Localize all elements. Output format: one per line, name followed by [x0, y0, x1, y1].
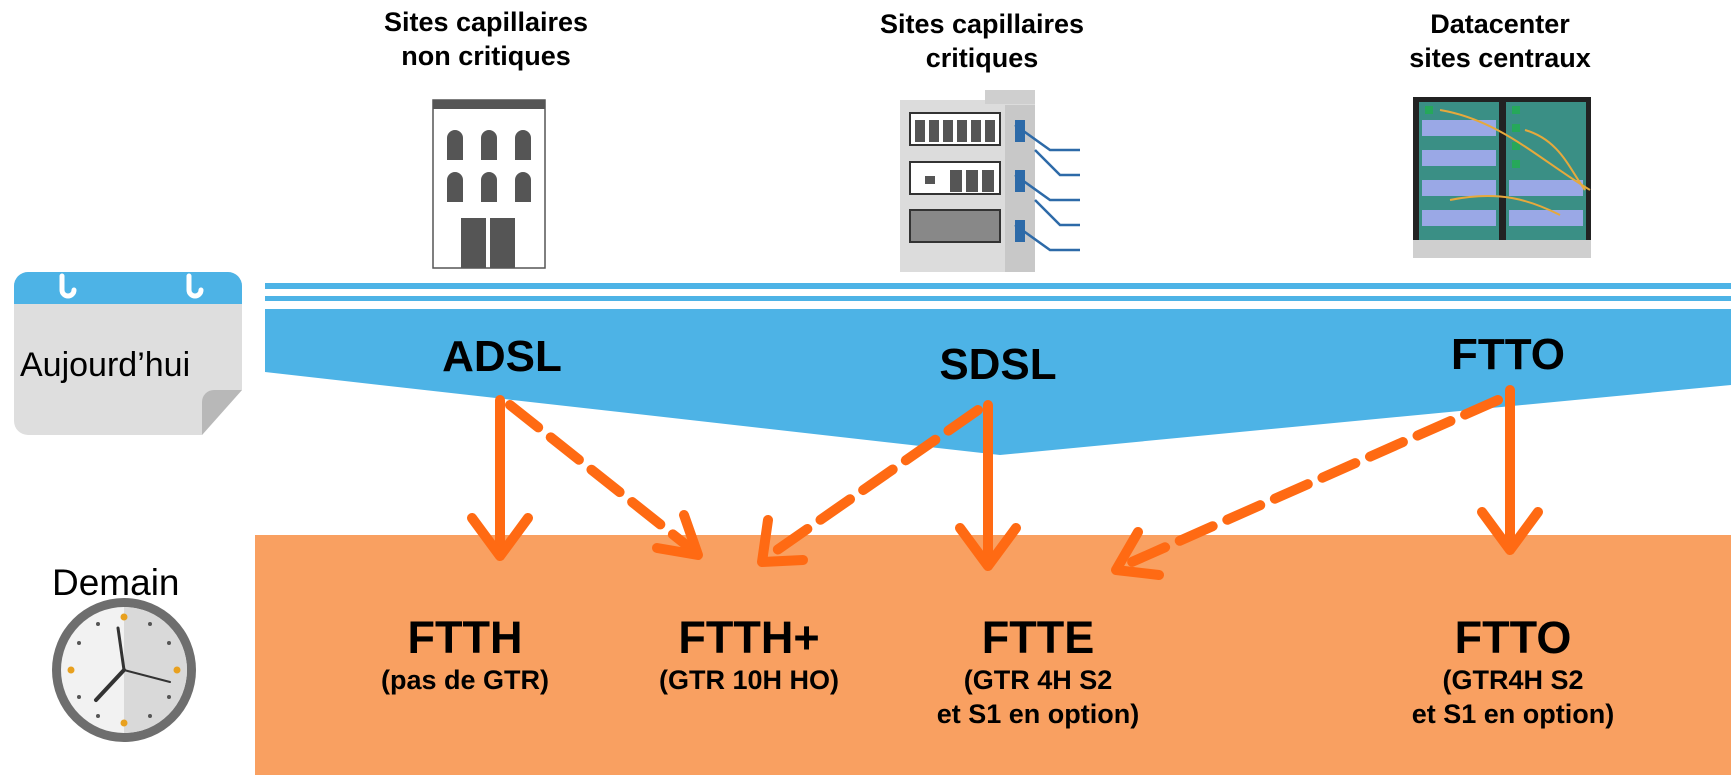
- future-tech-name: FTTH: [407, 612, 523, 663]
- column-title-datacenter: Datacenter sites centraux: [1350, 7, 1650, 75]
- future-tech-ftto: FTTO (GTR4H S2 et S1 en option): [1353, 613, 1673, 731]
- future-tech-name: FTTH+: [678, 612, 820, 663]
- server-rack-icon: [1413, 97, 1591, 258]
- arrow-sdsl-to-ftte: [955, 400, 1021, 571]
- current-tech-ftto: FTTO: [1450, 330, 1566, 379]
- arrow-sdsl-to-ftthplus: [757, 405, 983, 567]
- column-title-line1: Sites capillaires: [383, 7, 589, 37]
- today-label: Aujourd’hui: [20, 346, 191, 384]
- office-building-icon: [900, 90, 1080, 272]
- future-tech-note: (GTR 10H HO): [658, 665, 839, 695]
- column-title-line1: Datacenter: [1430, 9, 1570, 39]
- arrow-ftto-to-ftto: [1477, 385, 1543, 555]
- future-tech-note: (pas de GTR): [380, 665, 549, 695]
- column-title-line2: critiques: [925, 43, 1039, 73]
- future-tech-ftthplus: FTTH+ (GTR 10H HO): [589, 613, 909, 697]
- column-title-line1: Sites capillaires: [879, 9, 1085, 39]
- tomorrow-band: [255, 535, 1731, 775]
- clock-icon: [52, 598, 196, 742]
- future-tech-note: (GTR4H S2: [1442, 665, 1584, 695]
- today-band: [265, 283, 1731, 455]
- future-tech-note-line2: et S1 en option): [936, 699, 1140, 729]
- current-tech-adsl: ADSL: [442, 332, 562, 381]
- future-tech-ftth: FTTH (pas de GTR): [305, 613, 625, 697]
- column-title-line2: non critiques: [401, 41, 571, 71]
- column-title-line2: sites centraux: [1409, 43, 1591, 73]
- future-tech-name: FTTE: [981, 612, 1095, 663]
- future-tech-name: FTTO: [1454, 612, 1572, 663]
- future-tech-ftte: FTTE (GTR 4H S2 et S1 en option): [878, 613, 1198, 731]
- future-tech-note: (GTR 4H S2: [963, 665, 1113, 695]
- calendar-icon: [14, 272, 242, 435]
- arrow-ftto-to-ftte: [1111, 395, 1503, 580]
- future-tech-note-line2: et S1 en option): [1411, 699, 1615, 729]
- column-title-non-critical: Sites capillaires non critiques: [336, 5, 636, 73]
- column-title-critical: Sites capillaires critiques: [832, 7, 1132, 75]
- tomorrow-label: Demain: [52, 562, 180, 603]
- current-tech-sdsl: SDSL: [939, 340, 1057, 389]
- building-icon: [432, 99, 546, 269]
- arrow-adsl-to-ftth: [467, 395, 533, 561]
- arrow-adsl-to-ftthplus: [505, 400, 703, 560]
